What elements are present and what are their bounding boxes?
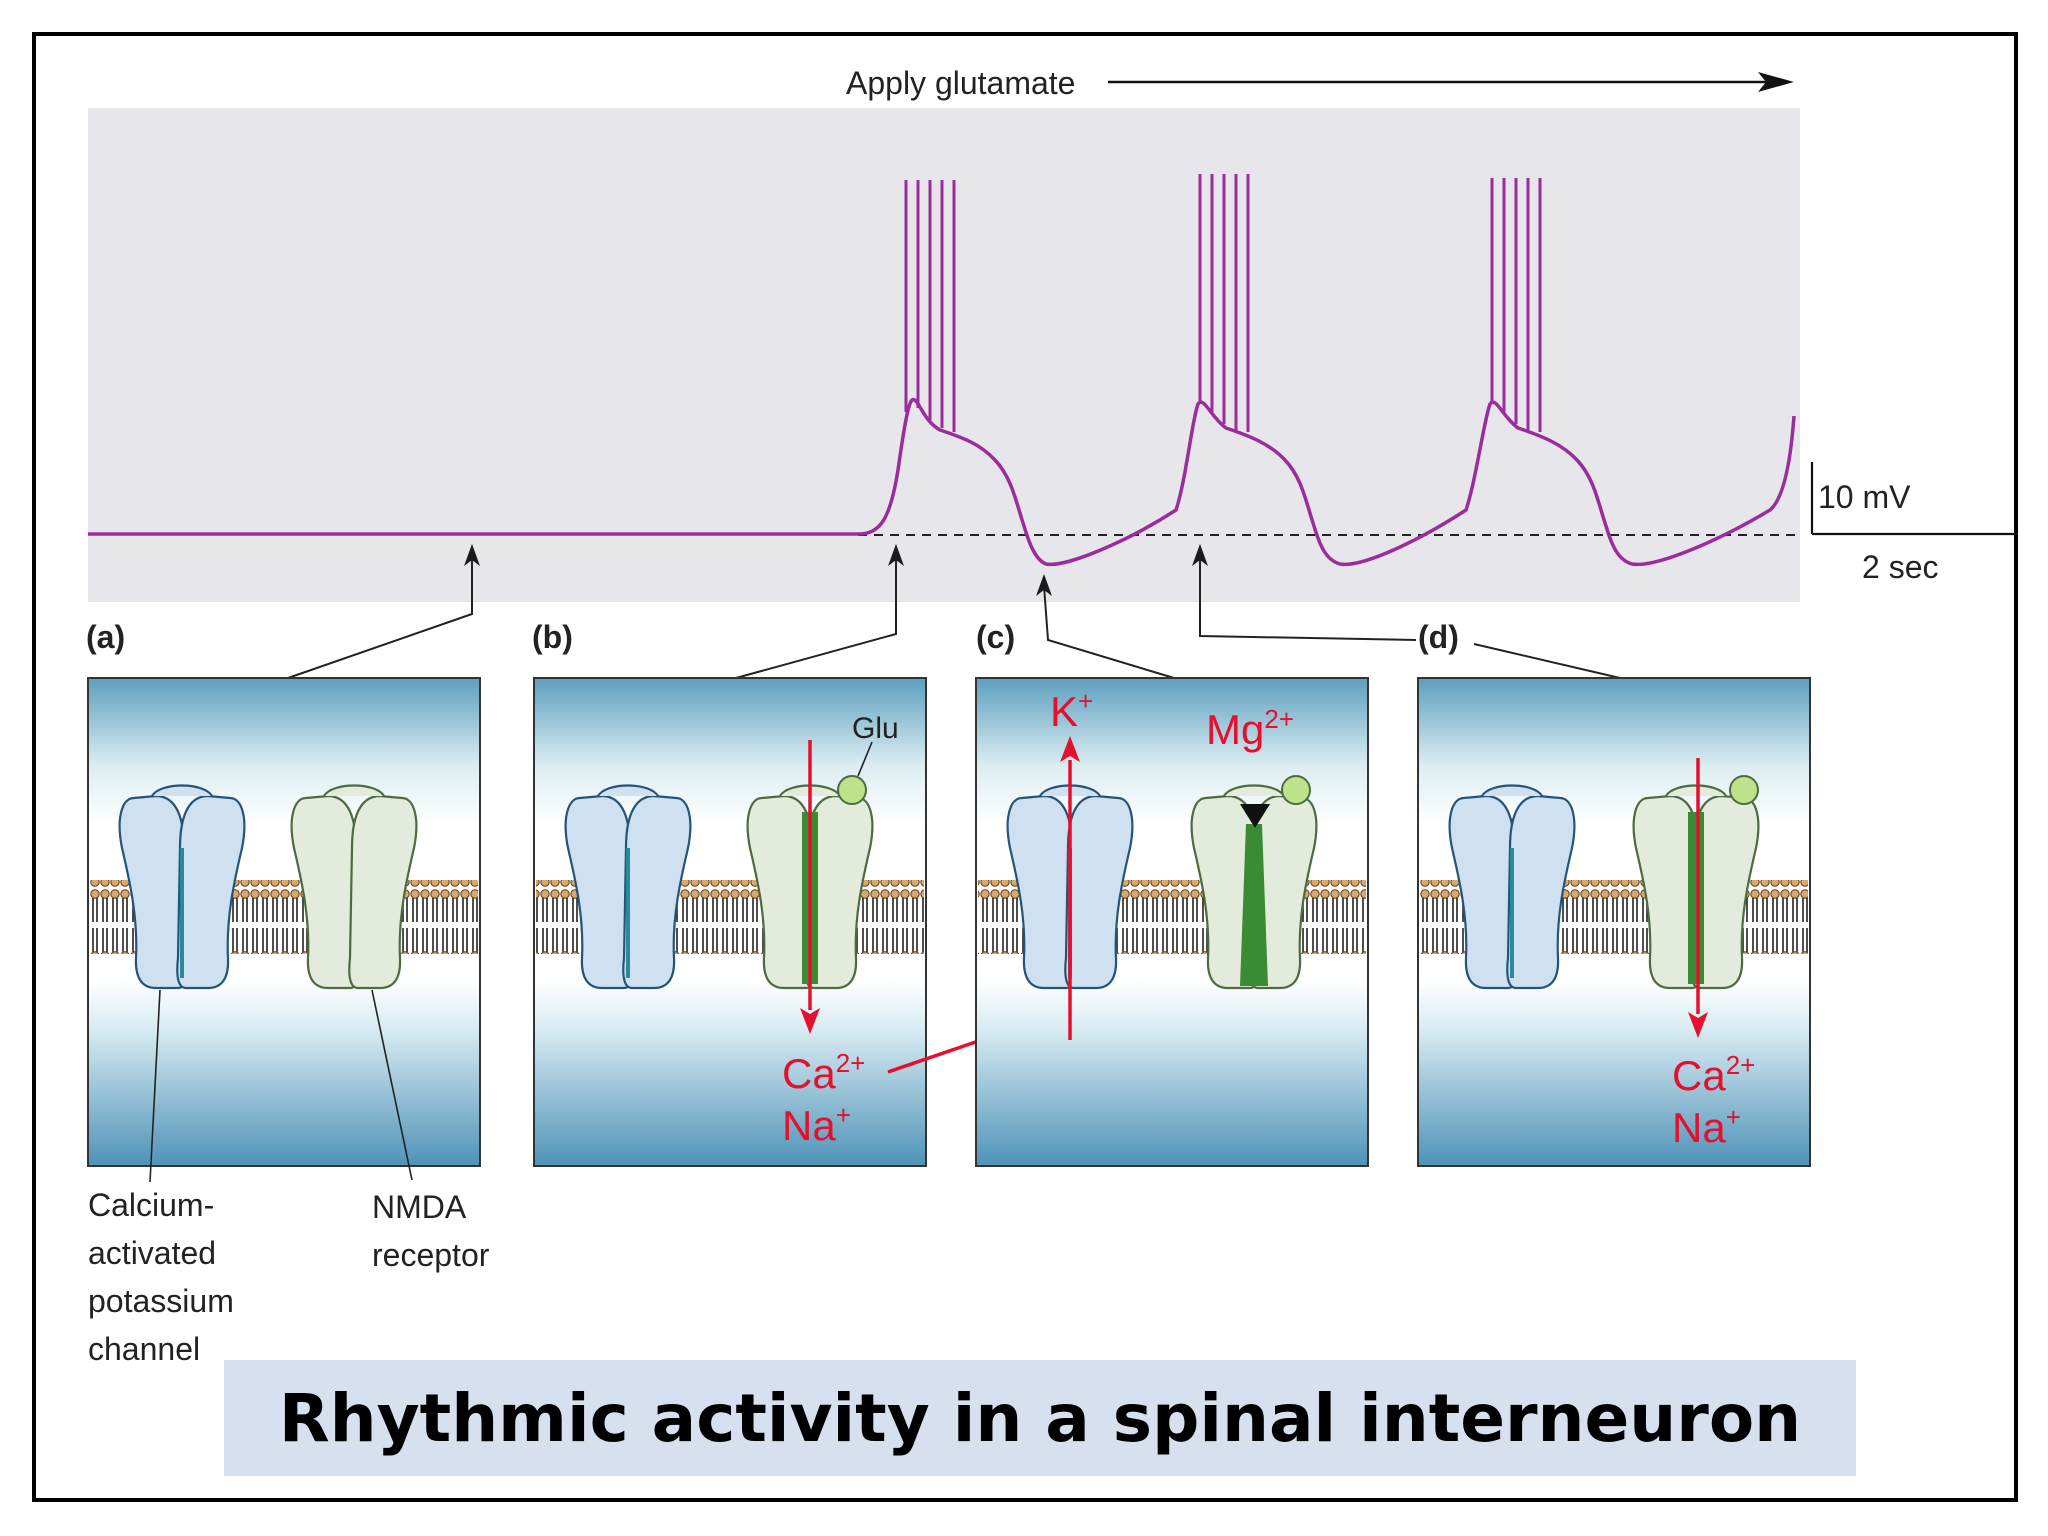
scale-voltage-label: 10 mV (1818, 479, 1911, 515)
svg-text:receptor: receptor (372, 1237, 490, 1273)
ca-ion-label: Ca2+ (1672, 1050, 1755, 1099)
panel-c: K+ Mg2+ (975, 677, 1369, 1167)
na-ion-label: Na+ (782, 1100, 851, 1149)
magnesium-block-icon (1240, 804, 1270, 828)
mg-ion-label: Mg2+ (1206, 704, 1294, 753)
channel-leader-line (149, 989, 161, 1183)
glu-label: Glu (852, 712, 899, 745)
glutamate-ball-icon (1729, 775, 1759, 805)
glutamate-ball-icon (1281, 775, 1311, 805)
spike-burst-3 (1490, 178, 1542, 432)
panel-label-b: (b) (532, 619, 573, 655)
slide-title: Rhythmic activity in a spinal interneuro… (278, 1379, 1802, 1457)
panel-label-d: (d) (1418, 619, 1459, 655)
scale-time-label: 2 sec (1862, 549, 1938, 585)
panel-label-c: (c) (976, 619, 1015, 655)
apply-glutamate-label: Apply glutamate (846, 65, 1075, 101)
ca-ion-label: Ca2+ (782, 1048, 865, 1097)
channel-legend: Calcium- activated potassium channel (88, 1187, 234, 1367)
spike-burst-2 (1198, 174, 1250, 432)
membrane-potential-trace (88, 397, 1796, 567)
svg-text:potassium: potassium (88, 1283, 234, 1319)
scale-bar (1810, 462, 2018, 536)
panel-b: Glu Ca2+ Na+ (533, 677, 927, 1167)
spike-burst-1 (904, 180, 956, 432)
svg-text:channel: channel (88, 1331, 200, 1367)
title-banner: Rhythmic activity in a spinal interneuro… (224, 1360, 1856, 1476)
glutamate-ball-icon (837, 775, 867, 805)
svg-text:Calcium-: Calcium- (88, 1187, 214, 1223)
panel-label-a: (a) (86, 619, 125, 655)
apply-glutamate-arrowhead (1758, 72, 1794, 92)
receptor-legend: NMDA receptor (372, 1189, 490, 1273)
svg-text:activated: activated (88, 1235, 216, 1271)
k-ion-label: K+ (1050, 686, 1093, 735)
panel-d: Ca2+ Na+ (1417, 677, 1811, 1167)
panel-a (87, 677, 481, 1167)
pointer-arrowheads (464, 544, 1208, 596)
nmda-open-pore (1688, 812, 1704, 984)
receptor-leader-line (371, 989, 413, 1181)
svg-text:NMDA: NMDA (372, 1189, 467, 1225)
trace-panel (88, 108, 1800, 602)
na-ion-label: Na+ (1672, 1102, 1741, 1151)
pointer-lines (287, 556, 1621, 679)
